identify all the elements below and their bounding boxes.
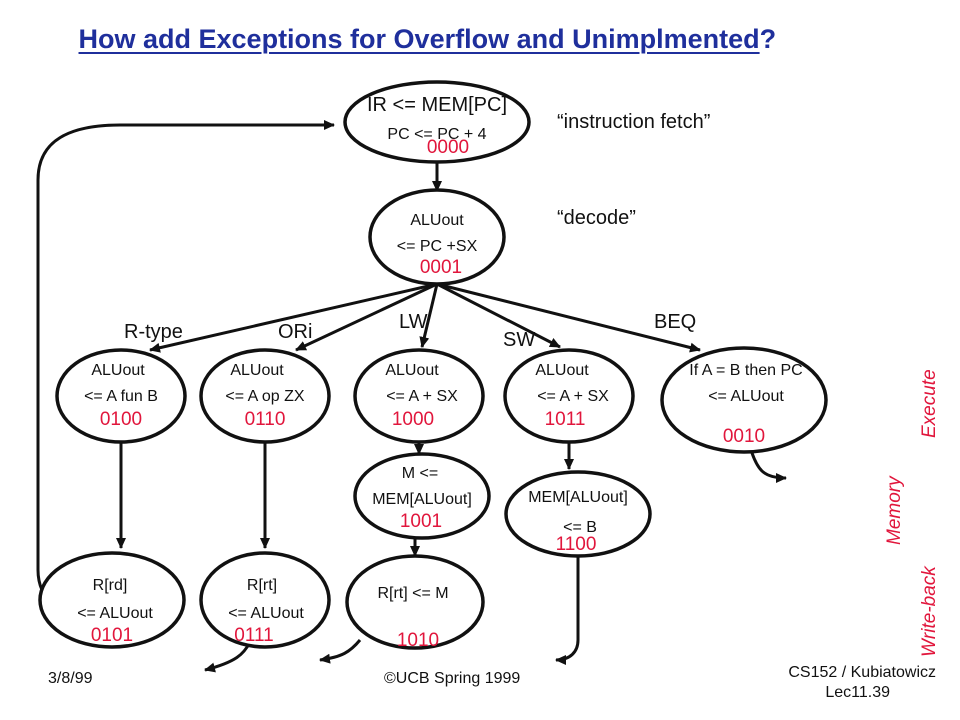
branch-label-ori: ORi [278,321,312,343]
lwmem-line1: M <= [402,465,438,482]
arrow-decode-lw [419,283,439,348]
state-rtype [55,348,187,444]
decode-line2: <= PC +SX [397,238,478,255]
decode-line1: ALUout [410,212,464,229]
lwwb-line1: R[rt] <= M [377,585,448,602]
title-question-mark: ? [759,24,777,54]
annotation-decode: “decode” [557,207,636,229]
rtypewb-line2: <= ALUout [77,605,153,622]
lw-code: 1000 [392,409,434,430]
oriwb-code: 0111 [234,625,273,646]
state-ori [199,348,331,444]
swmem-code: 1100 [556,534,597,555]
fetch-line1: IR <= MEM[PC] [367,94,507,116]
phase-execute: Execute [919,369,940,438]
footer-date: 3/8/99 [48,670,93,687]
footer-lecture: Lec11.39 [825,684,890,701]
state-decode [368,188,506,286]
sw-line1: ALUout [535,362,589,379]
sw-line2: <= A + SX [537,388,609,405]
arrow-decode-ori [295,282,438,352]
arrow-swmem-exit [555,556,580,665]
annotation-fetch: “instruction fetch” [557,111,710,133]
rtypewb-code: 0101 [91,625,133,646]
state-lwwb [345,554,485,650]
branch-label-rtype: R-type [124,321,183,343]
title-text: How add Exceptions for Overflow and Unim… [78,24,760,54]
phase-writeback: Write-back [919,565,940,657]
phase-memory: Memory [884,475,905,545]
lw-line2: <= A + SX [386,388,458,405]
fetch-code: 0000 [427,137,469,158]
beq-line1: If A = B then PC [689,362,802,379]
arrow-oriwb-exit [204,641,252,673]
ori-line1: ALUout [230,362,284,379]
decode-code: 0001 [420,257,462,278]
arrow-beq-exit [750,452,787,483]
lwwb-code: 1010 [397,630,439,651]
state-lw [353,348,485,444]
swmem-line1: MEM[ALUout] [528,489,628,506]
lwmem-code: 1001 [400,511,442,532]
rtype-line2: <= A fun B [84,388,158,405]
state-fetch [343,80,531,164]
footer-course: CS152 / Kubiatowicz [788,664,936,681]
branch-label-beq: BEQ [654,311,696,333]
branch-label-sw: SW [503,329,535,351]
oriwb-line1: R[rt] [247,577,277,594]
arrow-decode-beq [436,282,701,353]
state-sw [503,348,635,444]
state-lwmem [353,452,491,540]
beq-line2: <= ALUout [708,388,784,405]
state-rtypewb [38,551,186,649]
beq-code: 0010 [723,426,765,447]
state-swmem [504,470,652,558]
branch-label-lw: LW [399,311,428,333]
rtype-code: 0100 [100,409,142,430]
oriwb-line2: <= ALUout [228,605,304,622]
rtype-line1: ALUout [91,362,145,379]
ori-line2: <= A op ZX [225,388,305,405]
arrow-decode-sw [436,282,561,349]
sw-code: 1011 [545,409,586,430]
slide-title: How add Exceptions for Overflow and Unim… [56,24,926,55]
lw-line1: ALUout [385,362,439,379]
arrow-decode-rtype [149,282,438,353]
ori-code: 0110 [245,409,286,430]
arrow-lwwb-exit [319,639,362,664]
fetch-line2: PC <= PC + 4 [387,126,486,143]
state-oriwb [199,551,331,649]
state-beq [660,346,828,454]
swmem-line2: <= B [563,519,597,536]
footer-copyright: ©UCB Spring 1999 [384,670,521,687]
rtypewb-line1: R[rd] [93,577,128,594]
lwmem-line2: MEM[ALUout] [372,491,472,508]
